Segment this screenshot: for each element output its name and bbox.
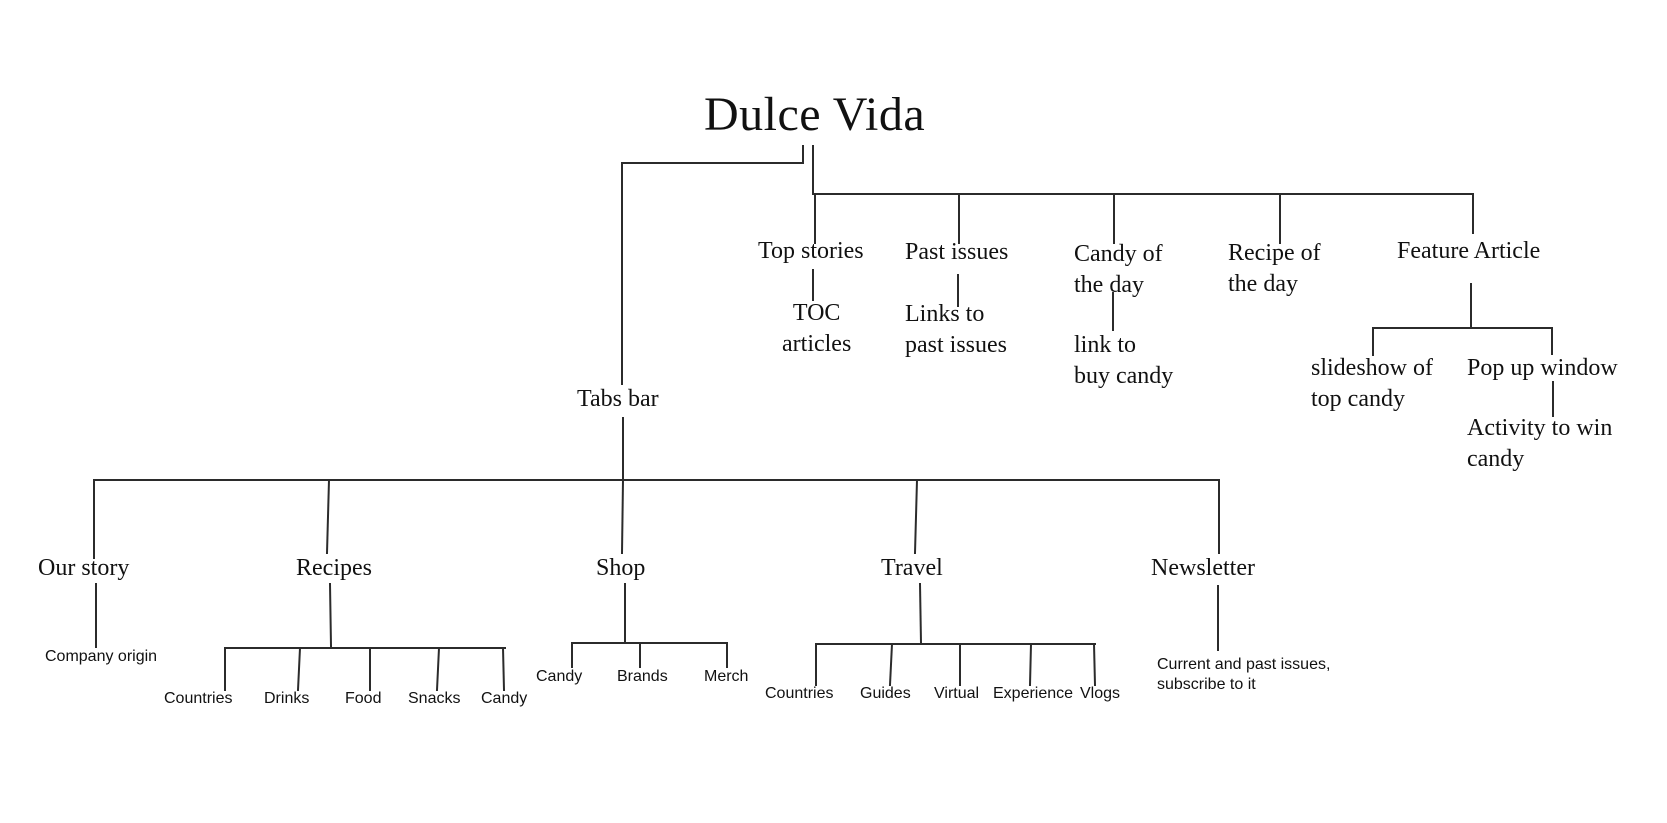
- node-toc-articles: TOC articles: [782, 300, 852, 357]
- connector: [328, 582, 333, 648]
- connector: [918, 582, 923, 645]
- leaf-shop-merch: Merch: [704, 668, 749, 685]
- node-recipes: Recipes: [296, 555, 372, 581]
- node-feature-article: Feature Article: [1397, 238, 1541, 264]
- node-past-issues: Past issues: [905, 239, 1009, 265]
- leaf-travel-countries: Countries: [765, 685, 834, 702]
- leaf-recipes-countries: Countries: [164, 690, 233, 707]
- node-candy-of-the-day: Candy of the day: [1074, 241, 1163, 298]
- connector: [501, 646, 506, 692]
- node-recipe-of-the-day: Recipe of the day: [1228, 240, 1321, 297]
- connector: [435, 646, 441, 692]
- node-tabs-bar: Tabs bar: [577, 386, 659, 412]
- leaf-travel-vlogs: Vlogs: [1080, 685, 1121, 702]
- node-activity-to-win: Activity to win candy: [1467, 415, 1613, 472]
- node-shop: Shop: [596, 555, 646, 581]
- leaf-recipes-food: Food: [345, 690, 382, 707]
- leaf-company-origin: Company origin: [45, 648, 158, 665]
- connector: [888, 642, 894, 687]
- leaf-newsletter-issues: Current and past issues, subscribe to it: [1157, 656, 1331, 693]
- leaf-recipes-drinks: Drinks: [264, 690, 310, 707]
- node-top-stories: Top stories: [758, 238, 864, 264]
- leaf-travel-guides: Guides: [860, 685, 911, 702]
- leaf-shop-brands: Brands: [617, 668, 668, 685]
- connector: [1028, 642, 1033, 687]
- leaf-travel-virtual: Virtual: [934, 685, 980, 702]
- connector: [620, 478, 625, 555]
- site-title: Dulce Vida: [704, 88, 926, 141]
- leaf-recipes-candy: Candy: [481, 690, 528, 707]
- leaf-shop-candy: Candy: [536, 668, 583, 685]
- node-links-to-past-issues: Links to past issues: [905, 301, 1007, 358]
- connector: [913, 478, 919, 555]
- node-newsletter: Newsletter: [1151, 555, 1255, 581]
- node-travel: Travel: [881, 555, 943, 581]
- connector: [296, 646, 302, 692]
- leaf-recipes-snacks: Snacks: [408, 690, 461, 707]
- node-our-story: Our story: [38, 555, 130, 581]
- connector: [1092, 642, 1097, 687]
- node-popup-window: Pop up window: [1467, 355, 1618, 381]
- leaf-travel-experience: Experience: [993, 685, 1074, 702]
- node-link-to-buy-candy: link to buy candy: [1074, 332, 1174, 389]
- connector: [325, 478, 331, 555]
- node-slideshow: slideshow of top candy: [1311, 355, 1433, 412]
